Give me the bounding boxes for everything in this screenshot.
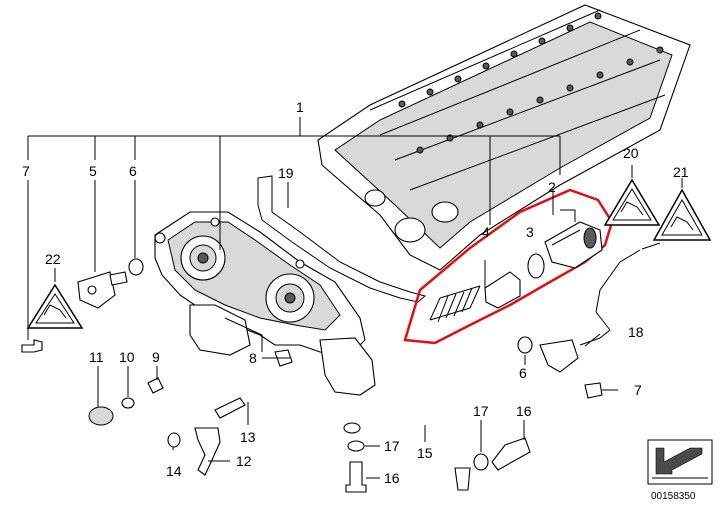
warning-triangle-21 — [652, 188, 712, 241]
seal-ring-6-right — [517, 336, 533, 354]
callout-7-left: 7 — [22, 163, 30, 179]
callout-6-right: 6 — [519, 365, 527, 381]
callout-22: 22 — [45, 251, 61, 267]
callout-3: 3 — [526, 224, 534, 240]
o-ring-3 — [527, 253, 545, 279]
seal-ring-6 — [128, 258, 144, 276]
callout-11: 11 — [89, 349, 104, 365]
plug-11 — [88, 406, 114, 426]
spring — [429, 285, 481, 323]
callout-20: 20 — [623, 145, 639, 161]
callout-leaders — [27, 165, 683, 479]
callout-2: 2 — [548, 179, 556, 195]
callout-16-right: 16 — [516, 403, 532, 419]
callout-8: 8 — [249, 350, 257, 366]
callout-17-right: 17 — [473, 403, 489, 419]
callout-10: 10 — [119, 349, 135, 365]
callout-21: 21 — [673, 164, 689, 180]
warning-triangle-22 — [26, 283, 84, 329]
bolt-7-left — [21, 339, 43, 353]
sensor-cable — [539, 242, 661, 373]
callout-1: 1 — [296, 99, 304, 115]
callout-6-top: 6 — [129, 163, 137, 179]
camshaft-sensor-5 — [77, 271, 128, 309]
ring-17-right — [473, 453, 489, 471]
arrow-icon — [655, 447, 703, 475]
highlight-outline — [403, 188, 614, 345]
callout-9: 9 — [152, 349, 160, 365]
callout-7-right: 7 — [634, 382, 642, 398]
bolt-16-right — [491, 437, 531, 471]
callout-18: 18 — [628, 324, 644, 340]
vanos-unit — [154, 211, 376, 396]
callout-1-leaders — [27, 117, 561, 250]
bracket-12 — [194, 427, 221, 476]
piston-4 — [484, 260, 521, 309]
callout-16-bottom: 16 — [384, 470, 400, 486]
callout-17-bottom: 17 — [384, 438, 400, 454]
nut-14 — [167, 432, 181, 448]
vanos-gasket — [257, 175, 427, 303]
callout-13: 13 — [240, 429, 256, 445]
bolt-16-bottom — [345, 461, 367, 493]
washer-10 — [121, 397, 135, 409]
callout-15: 15 — [417, 445, 433, 461]
head-bolts — [398, 12, 664, 154]
callout-12: 12 — [236, 453, 252, 469]
callout-19: 19 — [278, 165, 294, 181]
bolt-9 — [147, 377, 164, 394]
callout-14: 14 — [166, 463, 182, 479]
ring-17-bottom — [347, 440, 365, 452]
bolt-7-right — [584, 382, 603, 399]
cylinder-head — [317, 4, 691, 271]
callout-numbers: 1 2 3 4 5 6 6 7 7 8 9 10 11 12 13 14 15 … — [22, 99, 689, 486]
reference-box: 00158350 — [647, 439, 713, 502]
warning-triangle-20 — [603, 178, 661, 226]
callout-5: 5 — [89, 163, 97, 179]
solenoid-valve — [544, 209, 603, 269]
bolt-13 — [214, 397, 246, 419]
oil-line-15 — [343, 396, 471, 491]
callout-4: 4 — [482, 224, 490, 240]
reference-number: 00158350 — [651, 491, 696, 502]
